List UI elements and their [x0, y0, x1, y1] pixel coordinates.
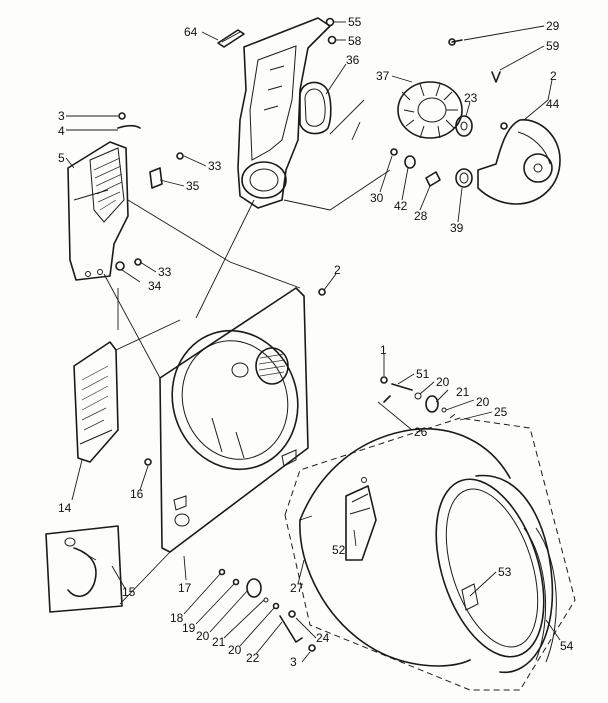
part-35-bracket [115, 152, 184, 271]
callout-3-top: 3 [58, 109, 65, 123]
callout-14: 14 [58, 501, 72, 515]
rollers-hardware [144, 288, 447, 652]
part-25-drum [299, 428, 557, 673]
callout-51: 51 [416, 367, 430, 381]
callout-64: 64 [184, 25, 198, 39]
part-15-kit-box [45, 525, 123, 613]
part-44-motor-housing [477, 119, 561, 205]
callout-15: 15 [122, 585, 136, 599]
callout-21-a: 21 [456, 385, 470, 399]
fasteners-55-58 [325, 17, 337, 45]
callout-20-c: 20 [196, 629, 210, 643]
callout-25: 25 [494, 405, 508, 419]
part-64-strip [217, 29, 245, 48]
callout-35: 35 [186, 179, 200, 193]
callout-labels: 64 55 58 36 29 59 37 2 44 23 3 4 5 33 35… [58, 15, 574, 669]
callout-36: 36 [346, 53, 360, 67]
callout-30: 30 [370, 191, 384, 205]
callout-33-mid: 33 [158, 265, 172, 279]
part-5-lint-filter [67, 141, 129, 281]
callout-28: 28 [414, 209, 428, 223]
callout-26: 26 [414, 425, 428, 439]
assembly-lines [103, 99, 391, 605]
callout-3-bottom: 3 [290, 655, 297, 669]
callout-58: 58 [348, 34, 362, 48]
callout-23: 23 [464, 91, 478, 105]
callout-33-top: 33 [208, 159, 222, 173]
parts-30-42-28-39 [390, 148, 473, 188]
callout-52: 52 [332, 543, 346, 557]
callout-4: 4 [58, 124, 65, 138]
callout-22: 22 [246, 651, 260, 665]
part-17-bulkhead [159, 287, 309, 553]
part-37-blower-wheel [397, 81, 473, 139]
callout-59: 59 [546, 39, 560, 53]
callout-39: 39 [450, 221, 464, 235]
dashed-guides [284, 411, 576, 691]
callout-37: 37 [376, 69, 390, 83]
callout-21-b: 21 [212, 635, 226, 649]
callout-34: 34 [148, 279, 162, 293]
callout-29: 29 [546, 19, 560, 33]
part-14-heater-duct [73, 341, 119, 463]
callout-19: 19 [182, 621, 196, 635]
callout-20-b: 20 [476, 395, 490, 409]
callout-17: 17 [178, 581, 192, 595]
callout-leaders [65, 21, 561, 663]
callout-24: 24 [316, 631, 330, 645]
parts-3-4-screw-clip [117, 112, 141, 129]
part-36-blower-housing [237, 17, 332, 209]
callout-20-d: 20 [228, 643, 242, 657]
callout-2-top: 2 [550, 69, 557, 83]
callout-44: 44 [546, 97, 560, 111]
callout-54: 54 [560, 639, 574, 653]
callout-5: 5 [58, 151, 65, 165]
fasteners-29-59-2 [448, 38, 508, 130]
callout-18: 18 [170, 611, 184, 625]
callout-20-a: 20 [436, 375, 450, 389]
callout-55: 55 [348, 15, 362, 29]
callout-27: 27 [290, 581, 304, 595]
callout-16: 16 [130, 487, 144, 501]
callout-42: 42 [394, 199, 408, 213]
callout-53: 53 [498, 565, 512, 579]
callout-1: 1 [380, 343, 387, 357]
callout-2-mid: 2 [334, 263, 341, 277]
